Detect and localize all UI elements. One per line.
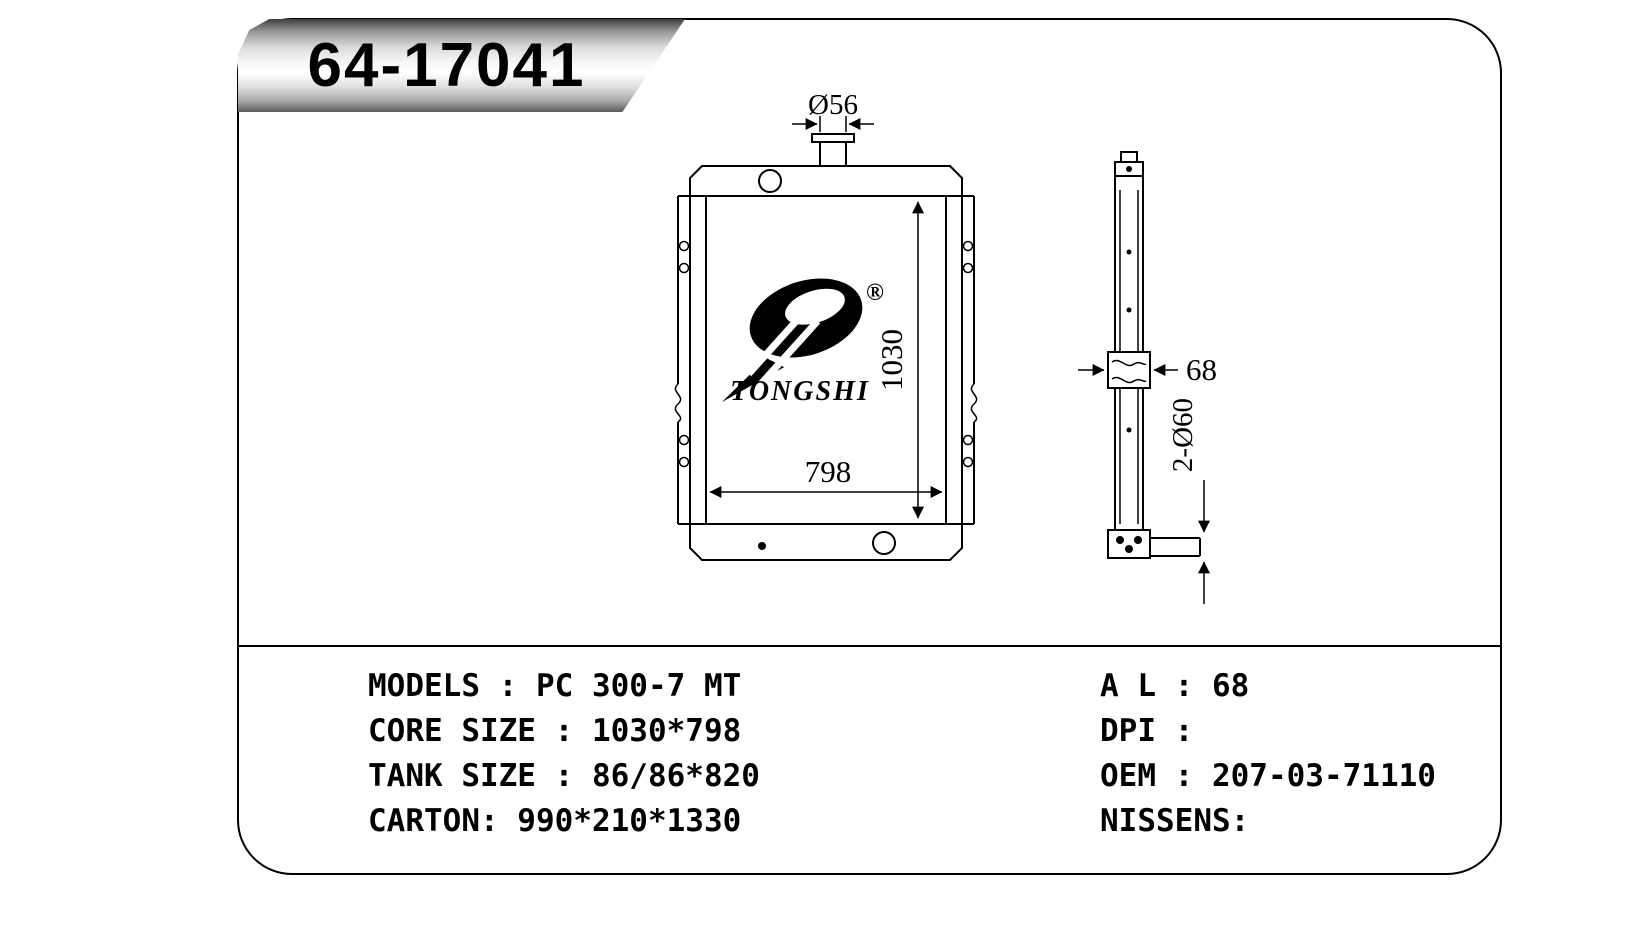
side-dot [1126, 307, 1132, 313]
front-view-dimensions: Ø56 1030 798 [709, 89, 943, 519]
break-mark [674, 383, 682, 423]
dim-outlet-pipes: 2-Ø60 [1167, 398, 1199, 472]
mounting-hole [962, 240, 974, 252]
side-view-dimensions: 68 2-Ø60 [1078, 352, 1217, 604]
spec-al: A L : 68 [1100, 668, 1250, 704]
side-bottom-block [1107, 529, 1151, 559]
spec-oem: OEM : 207-03-71110 [1100, 758, 1436, 794]
part-number-badge: 64-17041 [238, 19, 685, 112]
spec-tank-size: TANK SIZE : 86/86*820 [368, 758, 760, 794]
mounting-hole [962, 434, 974, 446]
side-dot [1126, 427, 1132, 433]
spec-models: MODELS : PC 300-7 MT [368, 668, 742, 704]
dim-inlet-pipe-diameter: Ø56 [808, 89, 858, 121]
spec-core-size: CORE SIZE : 1030*798 [368, 713, 742, 749]
dim-core-width: 798 [805, 454, 852, 489]
top-tank-outline [689, 165, 963, 196]
mounting-hole [962, 262, 974, 274]
logo-wordmark: TONGSHI [730, 376, 870, 407]
spec-carton: CARTON: 990*210*1330 [368, 803, 742, 839]
mounting-hole [962, 456, 974, 468]
side-cap-knob [1120, 151, 1138, 163]
brand-logo: ® TONGSHI [721, 278, 884, 407]
radiator-front-view [674, 116, 978, 561]
cap-dot [1126, 166, 1132, 172]
section-divider [237, 645, 1502, 647]
bolt-dot [1125, 545, 1133, 553]
sheet-border [237, 18, 1502, 875]
mounting-hole [678, 262, 690, 274]
part-number: 64-17041 [307, 31, 586, 100]
spec-column-left: MODELS : PC 300-7 MT CORE SIZE : 1030*79… [368, 664, 760, 844]
break-mark [1111, 359, 1147, 367]
mounting-hole [678, 240, 690, 252]
inlet-pipe-cap [811, 133, 855, 143]
radiator-side-view [1107, 151, 1201, 559]
dim-core-height: 1030 [874, 329, 909, 391]
bolt-dot [758, 542, 766, 550]
drain-opening [872, 531, 896, 555]
spec-nissens: NISSENS: [1100, 803, 1250, 839]
break-mark [970, 383, 978, 423]
dim-core-thickness: 68 [1186, 352, 1217, 387]
side-dot [1126, 249, 1132, 255]
break-mark [1111, 376, 1147, 384]
bolt-dot [1134, 536, 1142, 544]
mounting-hole [678, 434, 690, 446]
bolt-dot [1116, 536, 1124, 544]
bottom-tank-outline [689, 524, 963, 561]
registered-trademark-icon: ® [866, 280, 884, 306]
mounting-hole [678, 456, 690, 468]
filler-cap [758, 169, 782, 193]
spec-column-right: A L : 68 DPI : OEM : 207-03-71110 NISSEN… [1100, 664, 1436, 844]
logo-swoosh-icon [721, 278, 863, 403]
spec-dpi: DPI : [1100, 713, 1194, 749]
